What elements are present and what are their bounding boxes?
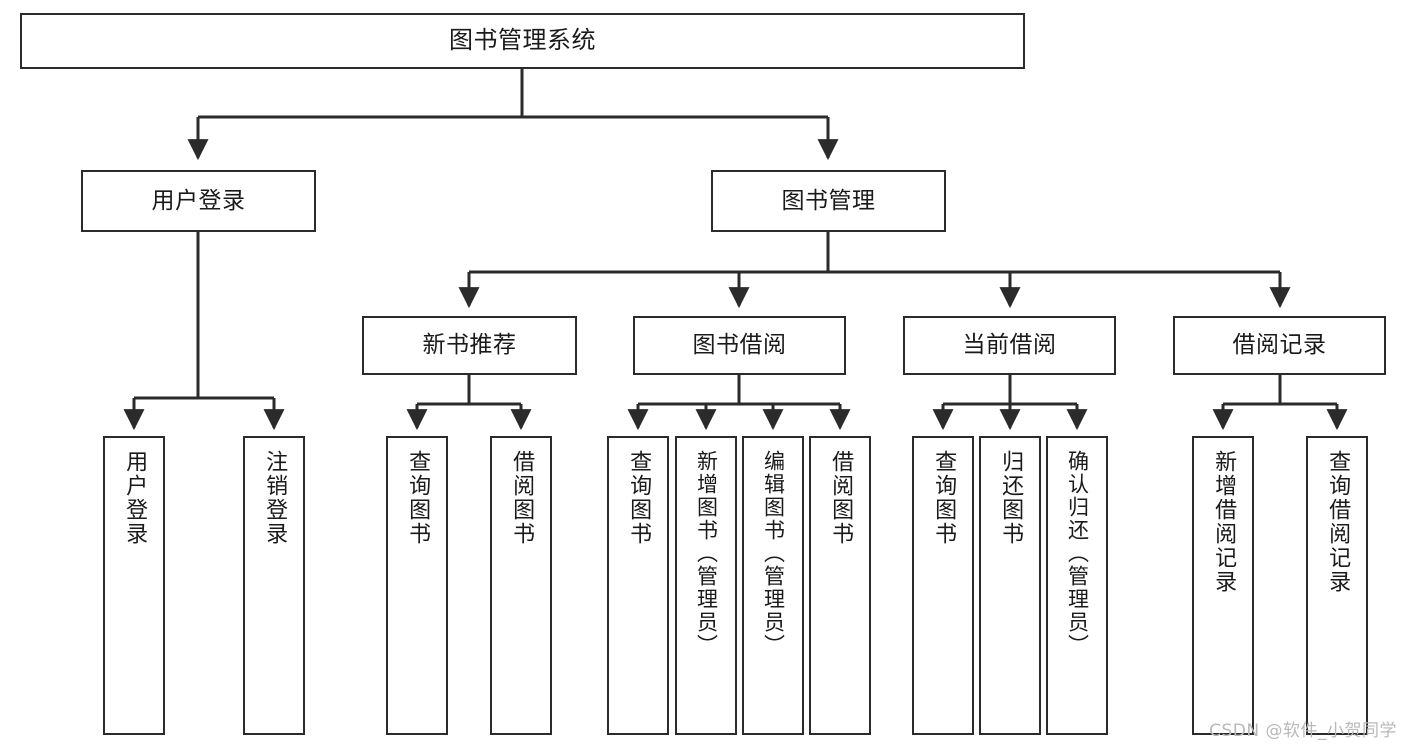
node-leaf-query-book-2[interactable]: 查询图书 (607, 436, 669, 735)
node-label: 编辑图书（管理员） (761, 450, 786, 657)
node-label: 图书管理系统 (449, 26, 596, 55)
node-leaf-add-record[interactable]: 新增借阅记录 (1192, 436, 1254, 735)
node-root-book-management-system[interactable]: 图书管理系统 (20, 13, 1025, 69)
node-leaf-query-record[interactable]: 查询借阅记录 (1306, 436, 1368, 735)
node-label: 图书管理 (781, 187, 876, 214)
node-label: 注销登录 (262, 450, 288, 546)
node-borrow-record[interactable]: 借阅记录 (1173, 316, 1386, 375)
node-label: 新增图书（管理员） (694, 450, 719, 657)
node-label: 查询借阅记录 (1325, 450, 1351, 594)
node-leaf-query-book-1[interactable]: 查询图书 (386, 436, 448, 735)
node-leaf-edit-book[interactable]: 编辑图书（管理员） (742, 436, 804, 735)
node-leaf-confirm-return[interactable]: 确认归还（管理员） (1046, 436, 1108, 735)
node-leaf-borrow-book-2[interactable]: 借阅图书 (809, 436, 871, 735)
node-label: 借阅记录 (1232, 332, 1327, 359)
csdn-watermark: CSDN @软件_小贺同学 (1209, 721, 1397, 741)
node-label: 确认归还（管理员） (1065, 450, 1090, 657)
node-book-management[interactable]: 图书管理 (711, 170, 946, 232)
node-leaf-user-login[interactable]: 用户登录 (103, 436, 165, 735)
node-label: 借阅图书 (509, 450, 535, 546)
node-leaf-borrow-book-1[interactable]: 借阅图书 (490, 436, 552, 735)
node-current-borrow[interactable]: 当前借阅 (903, 316, 1116, 375)
node-label: 用户登录 (151, 187, 246, 214)
node-label: 当前借阅 (962, 332, 1057, 359)
node-leaf-query-book-3[interactable]: 查询图书 (912, 436, 974, 735)
node-leaf-return-book[interactable]: 归还图书 (979, 436, 1041, 735)
node-label: 归还图书 (998, 450, 1024, 546)
node-label: 新增借阅记录 (1211, 450, 1237, 594)
node-label: 新书推荐 (422, 332, 517, 359)
node-label: 查询图书 (405, 450, 431, 546)
node-label: 借阅图书 (828, 450, 854, 546)
node-leaf-logout[interactable]: 注销登录 (243, 436, 305, 735)
node-book-borrow[interactable]: 图书借阅 (633, 316, 846, 375)
node-label: 图书借阅 (692, 332, 787, 359)
node-leaf-add-book[interactable]: 新增图书（管理员） (675, 436, 737, 735)
node-user-login[interactable]: 用户登录 (81, 170, 316, 232)
node-label: 查询图书 (626, 450, 652, 546)
node-label: 用户登录 (122, 450, 148, 546)
node-label: 查询图书 (931, 450, 957, 546)
node-new-book-recommend[interactable]: 新书推荐 (362, 316, 577, 375)
